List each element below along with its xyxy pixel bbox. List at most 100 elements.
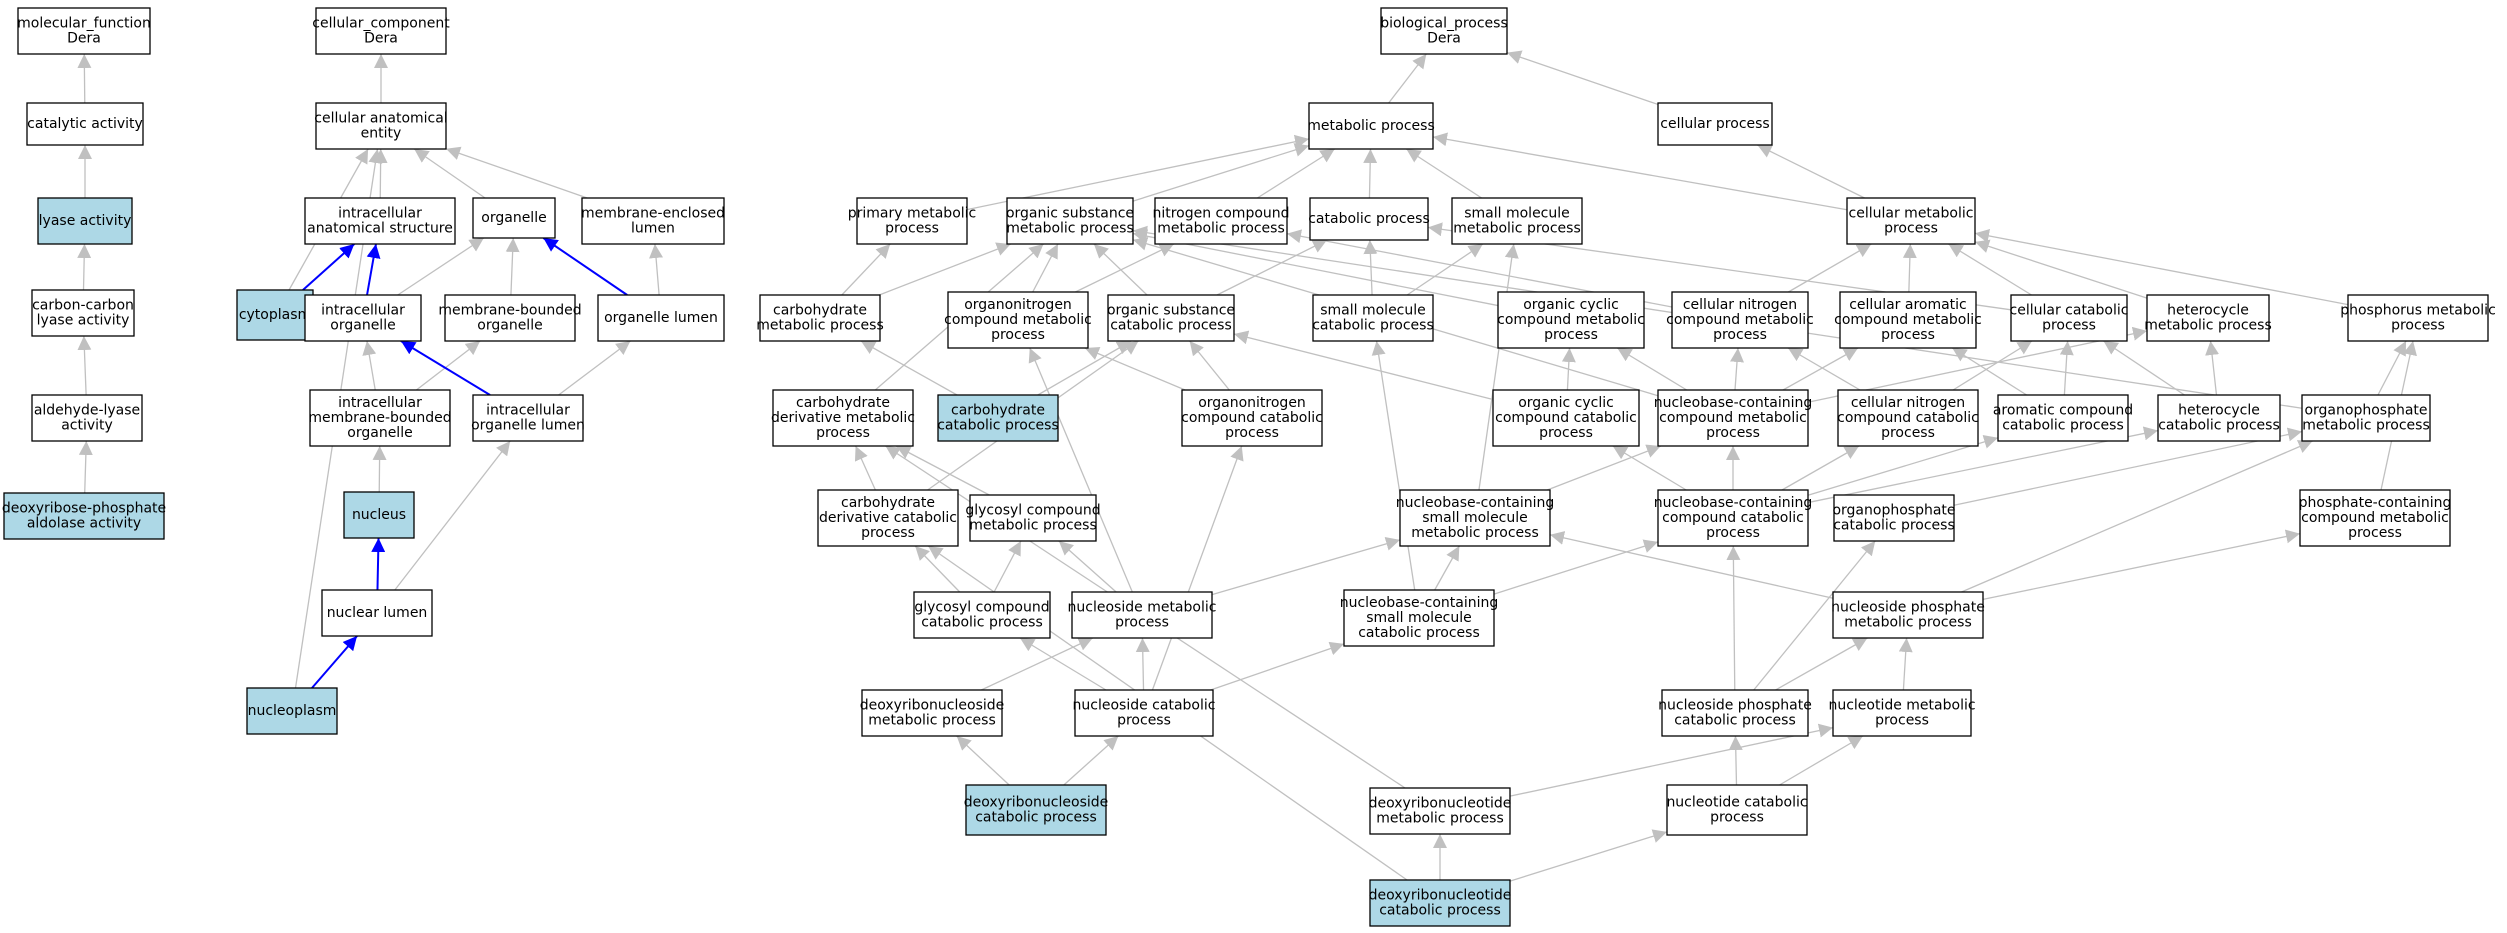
node-label-line: nucleoside phosphate	[1658, 698, 1812, 714]
edge-smcp-to-smmp	[1406, 243, 1484, 296]
node-lyase[interactable]: lyase activity	[37, 197, 133, 245]
node-cp[interactable]: cellular process	[1657, 102, 1773, 146]
node-box	[1154, 197, 1288, 245]
node-cat[interactable]: catalytic activity	[26, 102, 144, 146]
node-label-line: glycosyl compound	[914, 600, 1049, 616]
node-box	[937, 394, 1059, 442]
node-label-line: organonitrogen	[1198, 395, 1306, 411]
node-label-line: nucleobase-containing	[1340, 595, 1499, 611]
node-label-line: small molecule	[1366, 610, 1472, 626]
node-box	[1832, 689, 1972, 737]
node-organelle[interactable]: organelle	[472, 197, 556, 239]
node-label-line: cellular catabolic	[2010, 303, 2129, 319]
node-label-line: metabolic process	[868, 713, 996, 729]
node-box	[1074, 689, 1214, 737]
node-ol[interactable]: organelle lumen	[597, 294, 725, 342]
node-label-line: organelle lumen	[604, 310, 718, 326]
node-label-line: organelle	[477, 318, 542, 334]
node-box	[236, 289, 314, 341]
node-np[interactable]: nucleoplasm	[246, 687, 338, 735]
node-label-line: metabolic process	[2144, 318, 2272, 334]
edge-ntmp-to-nspmp	[1898, 637, 1913, 691]
node-label-line: process	[1875, 713, 1929, 729]
node-label-line: catabolic process	[975, 810, 1097, 826]
edge-iol-to-ol	[558, 340, 631, 396]
node-label-line: cellular metabolic	[1849, 206, 1974, 222]
node-nl[interactable]: nuclear lumen	[321, 589, 433, 637]
edge-cyto-to-ias	[302, 243, 355, 291]
node-box	[472, 197, 556, 239]
node-catp[interactable]: catabolic process	[1308, 197, 1430, 241]
node-cyto[interactable]: cytoplasm	[236, 289, 314, 341]
node-box	[913, 591, 1051, 639]
node-box	[304, 197, 456, 245]
node-box	[1837, 389, 1979, 447]
node-mp[interactable]: metabolic process	[1307, 102, 1435, 150]
node-label-line: deoxyribonucleoside	[964, 795, 1109, 811]
edge-nsmp-to-gcmp	[1058, 540, 1117, 593]
edge-mbo-to-organelle	[505, 237, 520, 296]
edge-mp-to-bp	[1388, 53, 1427, 104]
node-box	[856, 197, 968, 245]
edge-drntcp-to-ntcp	[1509, 829, 1668, 882]
node-nucleus[interactable]: nucleus	[343, 491, 415, 539]
node-label-line: cellular process	[1660, 116, 1769, 132]
edge-cc_lyase-to-lyase	[77, 243, 92, 291]
